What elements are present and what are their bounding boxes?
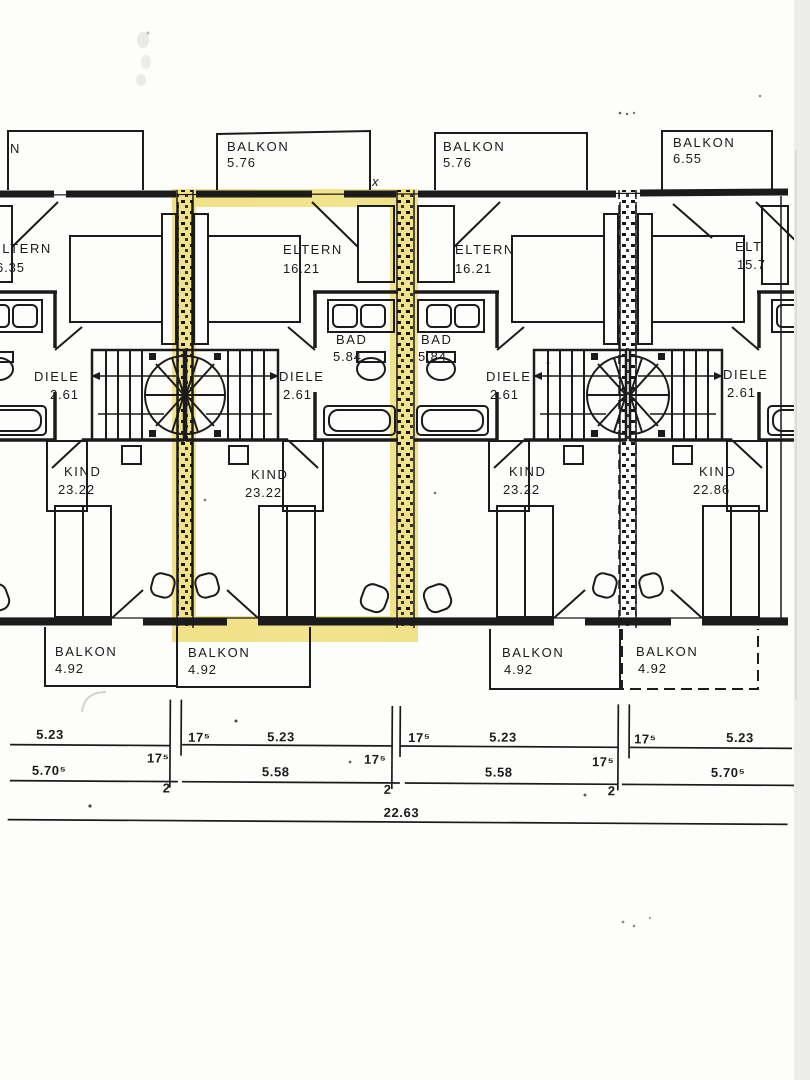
dim-value: 5.58 [262,764,290,779]
room-label-diele: DIELE [723,367,769,382]
room-label-kind: KIND [64,464,101,479]
dimension-labels: 5.23 17⁵ 17⁵ 5.23 17⁵ 17⁵ 5.23 17⁵ 17⁵ 5… [32,727,754,820]
dim-value: 17⁵ [634,731,656,746]
room-area-bad: 5.84 [333,349,362,364]
top-balcony-area: 5.76 [227,155,256,170]
room-area-kind: 22.86 [693,482,730,497]
room-area-diele: 2.61 [727,385,756,400]
room-area-eltern: 16.21 [283,261,320,276]
top-balconies [7,129,773,190]
labels: N BALKON 5.76 BALKON 5.76 BALKON 6.55 EL… [0,135,769,677]
room-area-diele: 2.61 [490,387,519,402]
exterior-walls [0,188,789,626]
pen-x-mark: x [371,174,379,189]
room-area-eltern-cut: 15.7 [737,257,766,272]
room-label-kind: KIND [699,464,736,479]
dim-value: 17⁵ [592,754,614,769]
room-area-diele: 2.61 [50,387,79,402]
dimension-lines: 5.23 17⁵ 17⁵ 5.23 17⁵ 17⁵ 5.23 17⁵ 17⁵ 5… [7,699,808,826]
top-balcony-label: BALKON [673,135,735,150]
top-balcony-area: 5.76 [443,155,472,170]
dim-value: 5.23 [36,727,64,742]
dim-value: 5.70⁵ [32,763,67,778]
top-balcony-label-cut: N [10,141,21,156]
dim-value: 17⁵ [147,750,169,765]
unit-4-extras [672,203,789,285]
bottom-balcony-label: BALKON [188,645,250,660]
room-area-kind: 23.22 [245,485,282,500]
dim-value: 5.58 [485,765,513,780]
room-area-kind: 23.22 [503,482,540,497]
room-label-bad: BAD [421,332,453,347]
top-balcony-label: BALKON [443,139,505,154]
room-label-diele: DIELE [279,369,325,384]
room-area-bad: 5.84 [418,349,447,364]
bottom-balcony-area: 4.92 [55,661,84,676]
room-area-eltern: 6.35 [0,260,25,275]
scan-artifacts [81,0,810,1080]
bottom-balcony-area: 4.92 [638,661,667,676]
bottom-balconies [44,627,759,690]
room-label-kind: KIND [509,464,546,479]
room-label-bad: BAD [336,332,368,347]
room-label-diele: DIELE [34,369,80,384]
dim-value: 5.23 [267,729,295,744]
room-label-kind: KIND [251,467,288,482]
room-area-kind: 23.22 [58,482,95,497]
bottom-balcony-area: 4.92 [188,662,217,677]
dim-value: 2 [163,781,171,796]
room-label-eltern: ELTERN [0,241,52,256]
dim-value: 2 [384,782,392,797]
top-balcony-area: 6.55 [673,151,702,166]
dim-value: 5.70⁵ [711,765,746,780]
dim-value: 17⁵ [188,730,210,745]
room-area-eltern: 16.21 [455,261,492,276]
room-label-eltern-cut: ELT [735,239,763,254]
dim-value: 17⁵ [408,730,430,745]
bottom-balcony-label: BALKON [55,644,117,659]
bottom-balcony-area: 4.92 [504,662,533,677]
bottom-balcony-label: BALKON [502,645,564,660]
dim-value: 5.23 [489,730,517,745]
room-label-diele: DIELE [486,369,532,384]
dim-value: 5.23 [726,730,754,745]
room-label-eltern: ELTERN [283,242,343,257]
room-area-diele: 2.61 [283,387,312,402]
bottom-balcony-label: BALKON [636,644,698,659]
dim-total: 22.63 [384,805,420,820]
dim-value: 2 [608,783,616,798]
top-balcony-label: BALKON [227,139,289,154]
dim-value: 17⁵ [364,752,386,767]
room-label-eltern: ELTERN [455,242,515,257]
